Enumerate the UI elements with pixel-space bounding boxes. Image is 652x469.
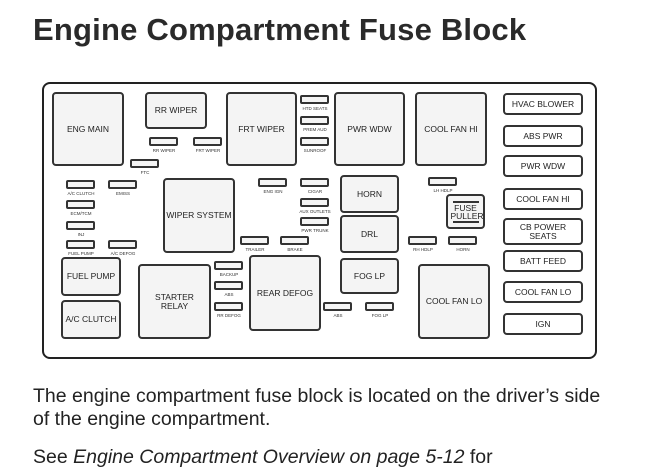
body-paragraph: The engine compartment fuse block is loc…	[33, 385, 601, 430]
mini-fuse	[66, 180, 95, 189]
mini-fuse	[214, 302, 243, 311]
mini-fuse	[66, 240, 95, 249]
fuse-label: PREM AUD	[303, 127, 327, 132]
mini-fuse	[258, 178, 287, 187]
mini-fuse	[214, 281, 243, 290]
relay-wiper-system: WIPER SYSTEM	[163, 178, 235, 253]
fuse-label: HORN	[456, 247, 470, 252]
relay-pwr-wdw: PWR WDW	[334, 92, 405, 166]
mini-fuse	[365, 302, 394, 311]
fuse-label: BRAKE	[287, 247, 303, 252]
fuse-label: BACKUP	[219, 272, 239, 277]
fuse-label: HTD SEATS	[302, 106, 328, 111]
cartridge-fuse-abs-pwr: ABS PWR	[503, 125, 583, 147]
fuse-label: RR WIPER	[152, 148, 176, 153]
mini-fuse	[66, 221, 95, 230]
mini-fuse	[214, 261, 243, 270]
fuse-label: ENG IGN	[263, 189, 283, 194]
cartridge-fuse-batt-feed: BATT FEED	[503, 250, 583, 272]
mini-fuse	[149, 137, 178, 146]
mini-fuse	[300, 137, 329, 146]
mini-fuse	[408, 236, 437, 245]
page-title: Engine Compartment Fuse Block	[33, 12, 527, 47]
reference-suffix: for	[464, 446, 493, 468]
mini-fuse	[323, 302, 352, 311]
mini-fuse	[300, 116, 329, 125]
relay-fog-lp: FOG LP	[340, 258, 399, 294]
relay-rr-wiper: RR WIPER	[145, 92, 207, 129]
mini-fuse	[240, 236, 269, 245]
fuse-label: FOG LP	[371, 313, 389, 318]
fuse-puller[interactable]: FUSE PULLER	[446, 194, 485, 229]
fuse-label: A/C CLUTCH	[67, 191, 95, 196]
cartridge-fuse-ign: IGN	[503, 313, 583, 335]
mini-fuse	[280, 236, 309, 245]
fuse-label: RH HDLP	[413, 247, 433, 252]
cartridge-fuse-cool-fan-lo: COOL FAN LO	[503, 281, 583, 303]
fuse-label: INJ	[77, 232, 85, 237]
relay-rear-defog: REAR DEFOG	[249, 255, 321, 331]
cartridge-fuse-cb-power-seats: CB POWER SEATS	[503, 218, 583, 245]
fuse-block-diagram: ENG MAIN RR WIPER FRT WIPER PWR WDW COOL…	[42, 82, 597, 359]
fuse-label: FRT WIPER	[195, 148, 221, 153]
fuse-label: RR DEFOG	[217, 313, 241, 318]
fuse-label: AUX OUTLETS	[299, 209, 331, 214]
relay-frt-wiper: FRT WIPER	[226, 92, 297, 166]
relay-horn: HORN	[340, 175, 399, 213]
cartridge-fuse-cool-fan-hi: COOL FAN HI	[503, 188, 583, 210]
fuse-label: TRAILER	[245, 247, 265, 252]
puller-bar	[452, 200, 479, 203]
fuse-block-outline	[42, 82, 597, 359]
mini-fuse	[108, 240, 137, 249]
relay-cool-fan-hi: COOL FAN HI	[415, 92, 487, 166]
relay-ac-clutch: A/C CLUTCH	[61, 300, 121, 339]
overview-link[interactable]: Engine Compartment Overview on page 5-12	[73, 446, 465, 468]
mini-fuse	[300, 95, 329, 104]
fuse-label: CIGAR	[307, 189, 323, 194]
mini-fuse	[428, 177, 457, 186]
cartridge-fuse-hvac-blower: HVAC BLOWER	[503, 93, 583, 115]
relay-eng-main: ENG MAIN	[52, 92, 124, 166]
mini-fuse	[300, 217, 329, 226]
puller-bar	[452, 220, 479, 223]
fuse-label: EMISS	[115, 191, 130, 196]
fuse-label: ECM/TCM	[70, 211, 92, 216]
mini-fuse	[448, 236, 477, 245]
relay-fuel-pump: FUEL PUMP	[61, 257, 121, 296]
reference-prefix: See	[33, 446, 74, 468]
fuse-label: FUEL PUMP	[68, 251, 94, 256]
fuse-label: ABS	[224, 292, 234, 297]
mini-fuse	[193, 137, 222, 146]
mini-fuse	[66, 200, 95, 209]
mini-fuse	[108, 180, 137, 189]
fuse-label: FTC	[140, 170, 150, 175]
fuse-label: LH HDLP	[433, 188, 453, 193]
mini-fuse	[130, 159, 159, 168]
fuse-label: A/C DEFOG	[110, 251, 136, 256]
mini-fuse	[300, 198, 329, 207]
mini-fuse	[300, 178, 329, 187]
relay-drl: DRL	[340, 215, 399, 253]
fuse-label: ABS	[333, 313, 343, 318]
relay-starter: STARTER RELAY	[138, 264, 211, 339]
fuse-puller-label: FUSE PULLER	[450, 202, 484, 221]
relay-cool-fan-lo: COOL FAN LO	[418, 264, 490, 339]
fuse-label: PWR TRUNK	[301, 228, 329, 233]
fuse-label: SUNROOF	[303, 148, 327, 153]
cartridge-fuse-pwr-wdw: PWR WDW	[503, 155, 583, 177]
